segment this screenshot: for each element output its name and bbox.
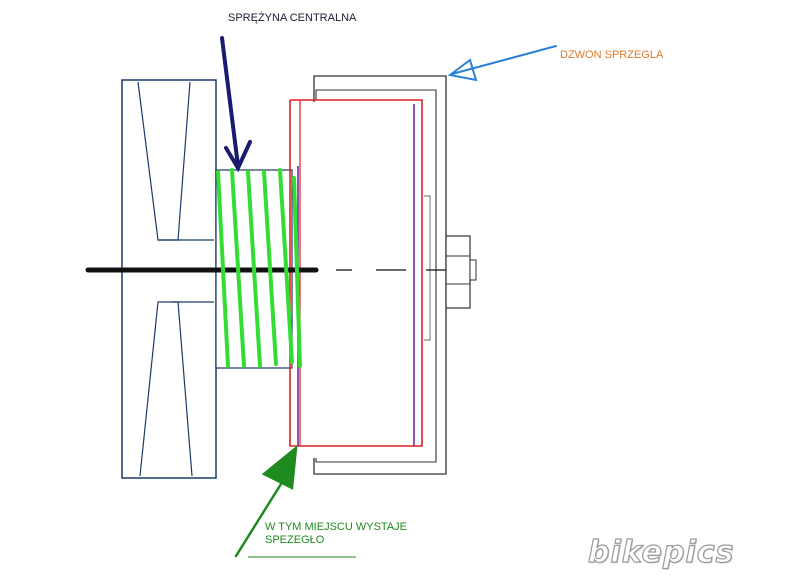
pulley-outline	[121, 79, 217, 479]
clutch-drum-outline	[289, 99, 423, 447]
spring-coil-6	[292, 176, 302, 368]
bikepics-watermark: bikepics	[587, 535, 735, 570]
spring-arrow	[220, 36, 252, 173]
spring-coil-1	[216, 170, 230, 368]
clutch-bell-inner	[315, 89, 437, 463]
central-spring	[216, 168, 302, 368]
spring-label: SPRĘŻYNA CENTRALNA	[228, 12, 357, 24]
bearing-bracket	[424, 195, 431, 341]
spring-coil-3	[246, 170, 262, 368]
pulley-lower-cone	[139, 301, 193, 477]
spring-coil-5	[278, 168, 294, 364]
clutch-arrow	[234, 445, 298, 558]
nut	[445, 235, 471, 309]
pulley-upper-cone	[137, 81, 191, 241]
clutch-bell-outline	[313, 75, 447, 475]
nut-cap	[469, 259, 477, 281]
clutch-label: W TYM MIEJSCU WYSTAJE SPEZEGŁO	[265, 521, 407, 546]
bell-label: DZWON SPRZEGLA	[560, 49, 664, 61]
spring-coil-2	[230, 168, 246, 368]
spring-coil-4	[262, 170, 278, 366]
bell-arrow	[447, 45, 557, 82]
